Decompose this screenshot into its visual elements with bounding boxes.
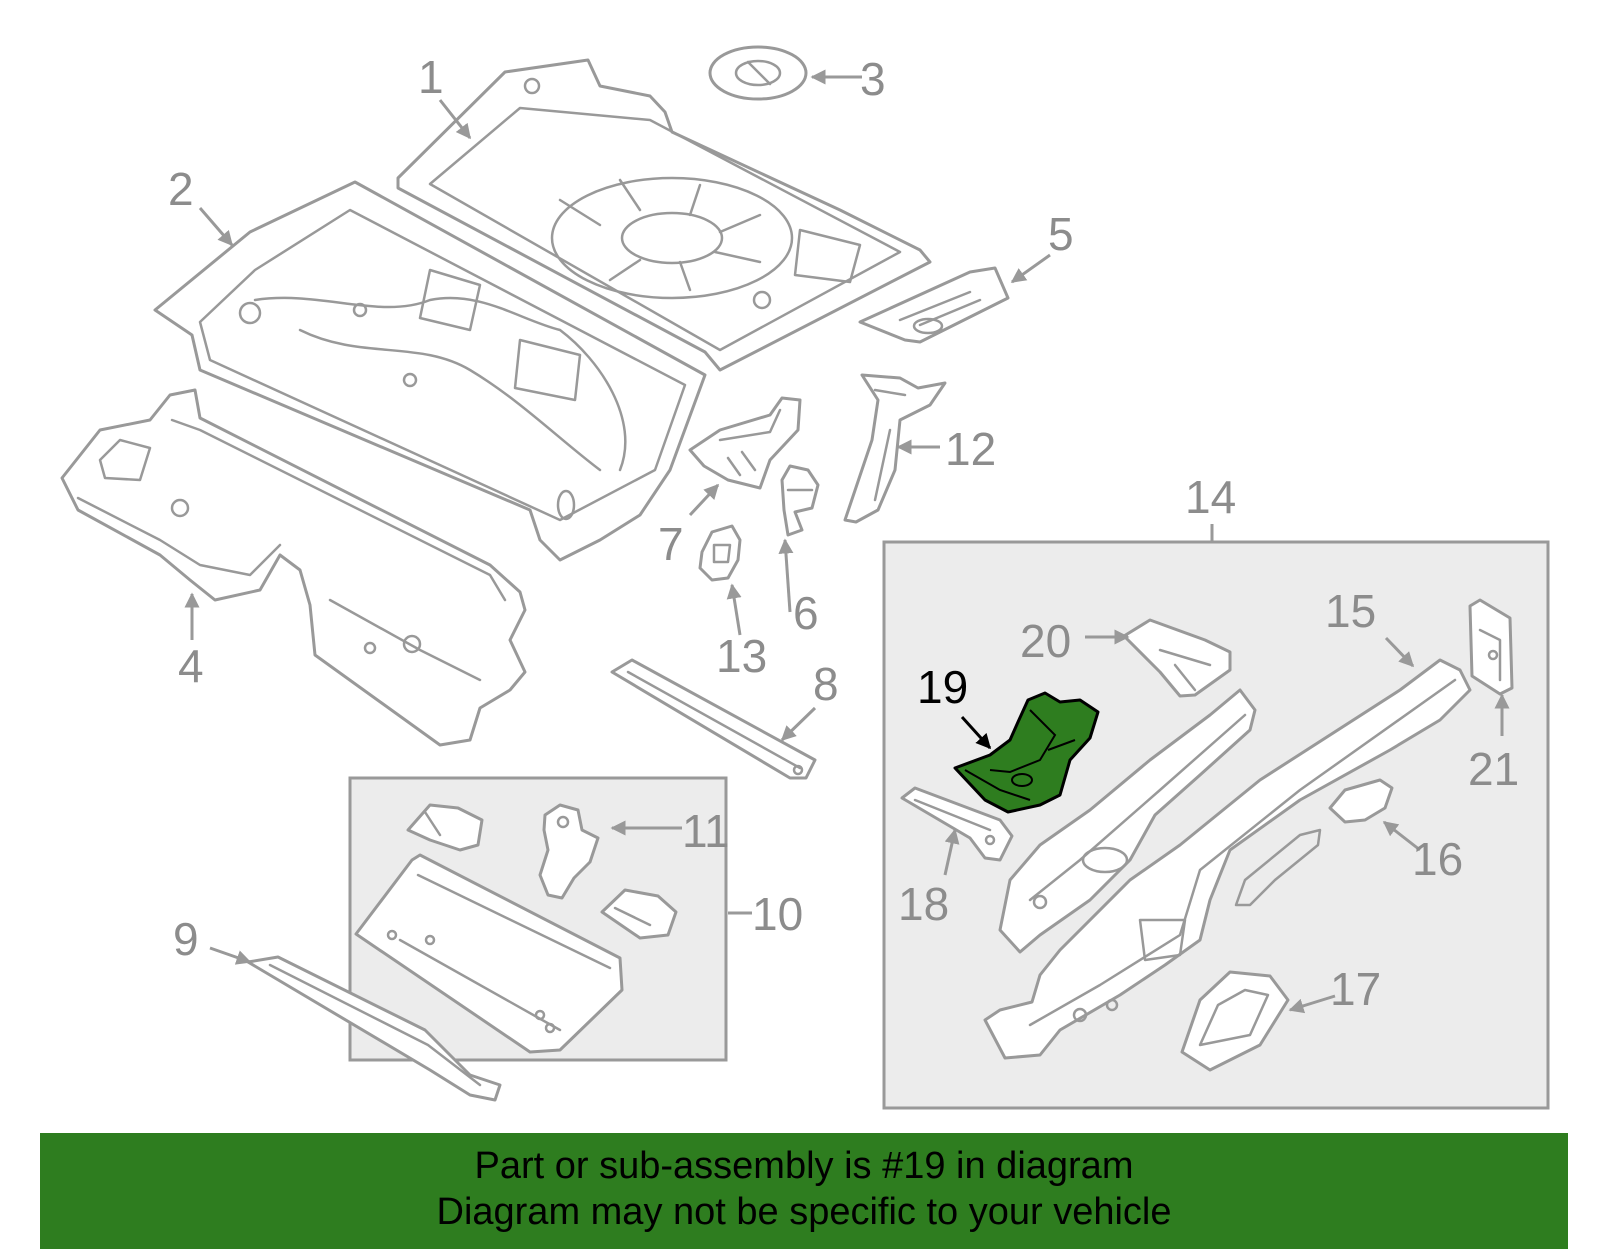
- callout-12: 12: [945, 423, 996, 475]
- part-6-bracket[interactable]: [780, 464, 820, 537]
- part-13-bracket[interactable]: [698, 524, 742, 582]
- part-19-highlighted[interactable]: [953, 691, 1100, 814]
- info-banner: Part or sub-assembly is #19 in diagram D…: [40, 1133, 1568, 1249]
- part-10-assembly[interactable]: [354, 803, 678, 1054]
- parts-diagram: 1 2 3 4 5 6 7 8 9 10 11 12 13 14 15 16 1…: [60, 45, 1550, 1110]
- banner-line-1: Part or sub-assembly is #19 in diagram: [474, 1145, 1134, 1187]
- part-7-bracket[interactable]: [688, 396, 802, 490]
- part-5-bracket[interactable]: [858, 266, 1010, 344]
- callout-6: 6: [793, 587, 819, 639]
- callout-15: 15: [1325, 585, 1376, 637]
- callout-labels: 1 2 3 4 5 6 7 8 9 10 11 12 13 14 15 16 1…: [168, 51, 1519, 1015]
- part-11-bracket[interactable]: [538, 803, 600, 900]
- callout-21: 21: [1468, 743, 1519, 795]
- part-16-bracket[interactable]: [1234, 778, 1394, 907]
- callout-20: 20: [1020, 615, 1071, 667]
- part-20-bracket[interactable]: [1122, 618, 1232, 698]
- part-21-bracket[interactable]: [1468, 598, 1514, 696]
- callout-7: 7: [658, 518, 684, 570]
- callout-10: 10: [752, 888, 803, 940]
- part-17-pan[interactable]: [1180, 970, 1290, 1072]
- callout-3: 3: [860, 53, 886, 105]
- callout-9: 9: [173, 913, 199, 965]
- part-2-center-floor-pan[interactable]: [153, 180, 707, 562]
- part-12-pillar-reinforcement[interactable]: [843, 373, 947, 524]
- callout-19: 19: [917, 661, 968, 713]
- callout-13: 13: [716, 630, 767, 682]
- callout-4: 4: [178, 640, 204, 692]
- callout-18: 18: [898, 878, 949, 930]
- leader-lines: [184, 69, 1510, 1014]
- part-1-rear-floor-pan[interactable]: [396, 58, 932, 372]
- banner-line-2: Diagram may not be specific to your vehi…: [436, 1191, 1172, 1233]
- callout-17: 17: [1330, 963, 1381, 1015]
- callout-5: 5: [1048, 208, 1074, 260]
- callout-14: 14: [1185, 471, 1236, 523]
- part-8-crossmember[interactable]: [610, 658, 817, 780]
- callout-8: 8: [813, 658, 839, 710]
- part-9-rail[interactable]: [246, 955, 502, 1102]
- callout-11: 11: [682, 805, 730, 857]
- part-15-side-rail[interactable]: [983, 658, 1472, 1060]
- part-4-front-floor[interactable]: [60, 388, 527, 747]
- callout-1: 1: [418, 51, 444, 103]
- part-14-rail-assembly[interactable]: [998, 688, 1257, 954]
- part-3-plug[interactable]: [708, 45, 808, 101]
- callout-2: 2: [168, 163, 194, 215]
- callout-16: 16: [1412, 833, 1463, 885]
- part-18-bracket[interactable]: [900, 786, 1014, 862]
